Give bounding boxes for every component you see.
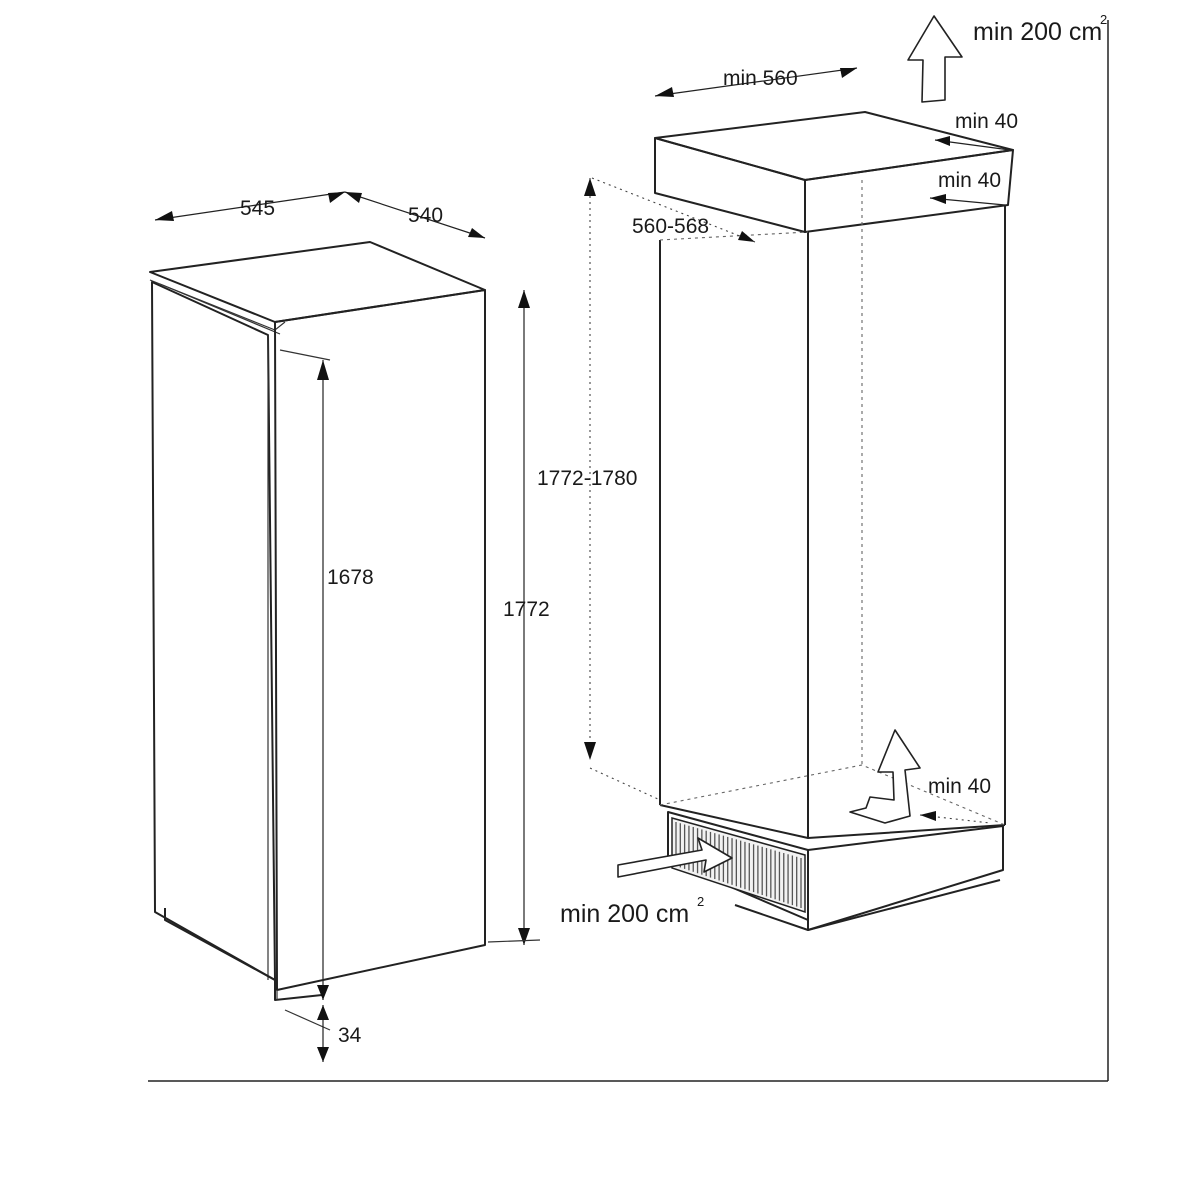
door-height-label: 1678 [327, 566, 374, 589]
plinth-label: 34 [338, 1024, 362, 1047]
top-side-gap-label: min 40 [938, 169, 1001, 192]
appliance-door-top-edge [149, 279, 286, 331]
bottom-gap-label: min 40 [928, 775, 991, 798]
top-vent-superscript: 2 [1100, 12, 1107, 27]
dimension-top-side-gap: min 40 [929, 169, 1006, 206]
dimension-niche-width: min 560 [654, 67, 858, 97]
niche-drawing [654, 111, 1014, 931]
dimension-niche-depth: 560-568 [591, 177, 756, 243]
bottom-vent-label: min 200 cm [560, 900, 689, 928]
bottom-vent-superscript: 2 [697, 894, 704, 909]
dimension-plinth: 34 [284, 1005, 362, 1062]
niche-depth-label: 560-568 [632, 215, 709, 238]
dimension-door-height: 1678 [279, 349, 374, 1000]
top-vent-label: min 200 cm [973, 18, 1102, 46]
appliance-drawing [149, 241, 486, 1001]
appliance-top-face [149, 241, 486, 323]
dimension-top-rear-gap: min 40 [934, 110, 1018, 151]
niche-base-side [807, 825, 1004, 931]
depth-label: 540 [408, 204, 443, 227]
appliance-side-face [151, 281, 276, 981]
niche-base-bottom [734, 879, 1001, 931]
niche-top-slab-side [804, 149, 1014, 233]
width-label: 545 [240, 197, 275, 220]
niche-width-label: min 560 [723, 67, 798, 90]
dimension-bottom-gap: min 40 [919, 775, 991, 824]
niche-height-label: 1772-1780 [537, 467, 637, 490]
top-vent-arrow-icon [907, 15, 963, 103]
appliance-door-hinge [159, 283, 281, 335]
dimension-total-height: 1772 [487, 290, 550, 945]
niche-floor-back [659, 764, 1006, 826]
dimension-depth: 540 [344, 191, 486, 239]
dimension-width: 545 [154, 191, 346, 221]
bottom-vent-arrow-icon [617, 729, 921, 878]
total-height-label: 1772 [503, 598, 550, 621]
top-rear-gap-label: min 40 [955, 110, 1018, 133]
dimension-niche-height: 1772-1780 [537, 178, 661, 801]
niche-bottom-front [659, 804, 1006, 839]
appliance-front-face [274, 289, 486, 991]
